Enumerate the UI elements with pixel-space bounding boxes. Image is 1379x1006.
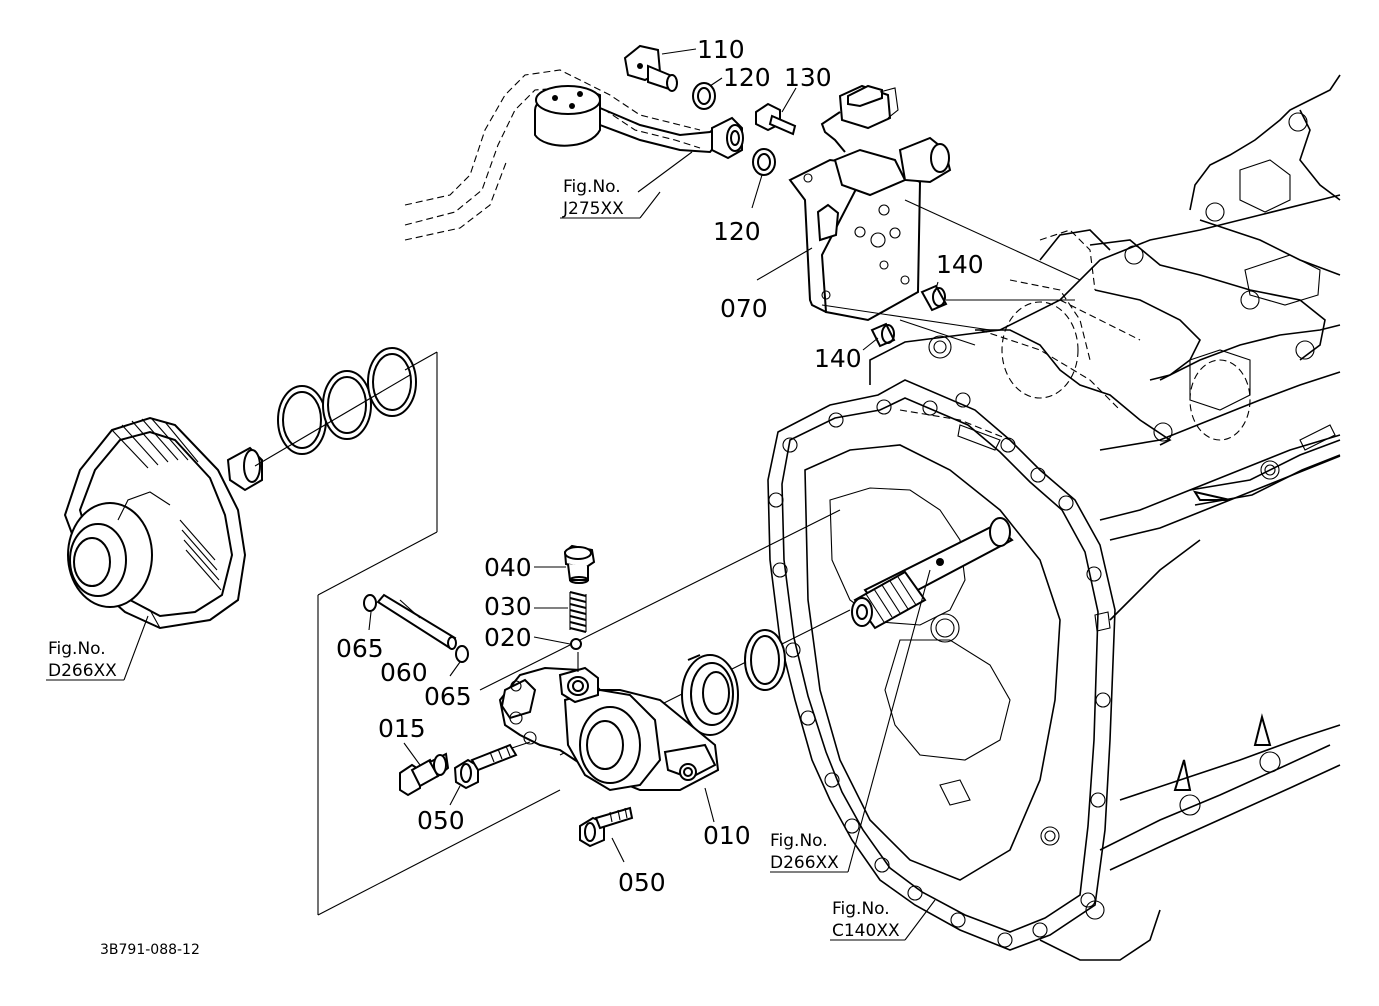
fig-ref-c140-code: C140XX <box>832 921 900 941</box>
fig-ref-d266-left-label: Fig.No. <box>48 639 106 659</box>
callout-140-upper: 140 <box>936 250 984 279</box>
callout-020: 020 <box>484 623 532 652</box>
fig-ref-underlines <box>46 191 905 941</box>
leader-lines <box>123 48 939 941</box>
part-060-pin <box>376 593 457 650</box>
figure-references: Fig.No. J275XX Fig.No. D266XX Fig.No. D2… <box>48 177 900 941</box>
seal-rings <box>254 347 417 467</box>
callout-labels: 110 120 130 120 070 140 140 040 030 020 … <box>336 35 984 897</box>
callout-050-left: 050 <box>417 806 465 835</box>
clutch-assembly <box>63 416 263 630</box>
part-110-bolt <box>623 44 678 92</box>
callout-040: 040 <box>484 553 532 582</box>
flange-bolt-holes <box>768 392 1111 948</box>
part-065-oring-left <box>363 594 377 612</box>
part-020-ball <box>570 638 582 650</box>
part-120-oring-top <box>692 82 716 110</box>
callout-110: 110 <box>697 35 745 64</box>
part-140-pins <box>870 284 948 348</box>
callout-065-left: 065 <box>336 634 384 663</box>
callout-070: 070 <box>720 294 768 323</box>
fig-ref-d266-center-code: D266XX <box>770 853 839 873</box>
part-050-bolt-upper <box>453 741 531 790</box>
callout-065-right: 065 <box>424 682 472 711</box>
fig-ref-d266-center-label: Fig.No. <box>770 831 828 851</box>
part-065-oring-right <box>455 645 469 663</box>
fig-ref-c140-label: Fig.No. <box>832 899 890 919</box>
part-070-solenoid-valve <box>788 84 952 322</box>
callout-010: 010 <box>703 821 751 850</box>
transmission-housing <box>767 74 1341 961</box>
part-050-bolt-lower <box>579 806 634 848</box>
callout-140-lower: 140 <box>814 344 862 373</box>
fig-ref-j275-label: Fig.No. <box>563 177 621 197</box>
fig-ref-j275-code: J275XX <box>562 199 624 219</box>
bearing <box>681 654 739 736</box>
part-015-screw <box>399 752 450 797</box>
callout-130: 130 <box>784 63 832 92</box>
callout-015: 015 <box>378 714 426 743</box>
callout-050-bottom: 050 <box>618 868 666 897</box>
input-shaft <box>851 517 1014 630</box>
callout-120-top: 120 <box>723 63 771 92</box>
drawing-code: 3B791-088-12 <box>100 942 200 958</box>
part-130-bolt <box>755 102 797 136</box>
callout-120-lower: 120 <box>713 217 761 246</box>
fig-ref-d266-left-code: D266XX <box>48 661 117 681</box>
callout-060: 060 <box>380 658 428 687</box>
callout-030: 030 <box>484 592 532 621</box>
part-120-oring-lower <box>752 148 776 176</box>
hydraulic-pipe <box>404 69 744 241</box>
part-030-spring <box>569 591 587 633</box>
part-010-valve-body <box>498 666 720 792</box>
part-040-plug <box>563 544 596 584</box>
alignment-lines <box>821 199 1081 346</box>
